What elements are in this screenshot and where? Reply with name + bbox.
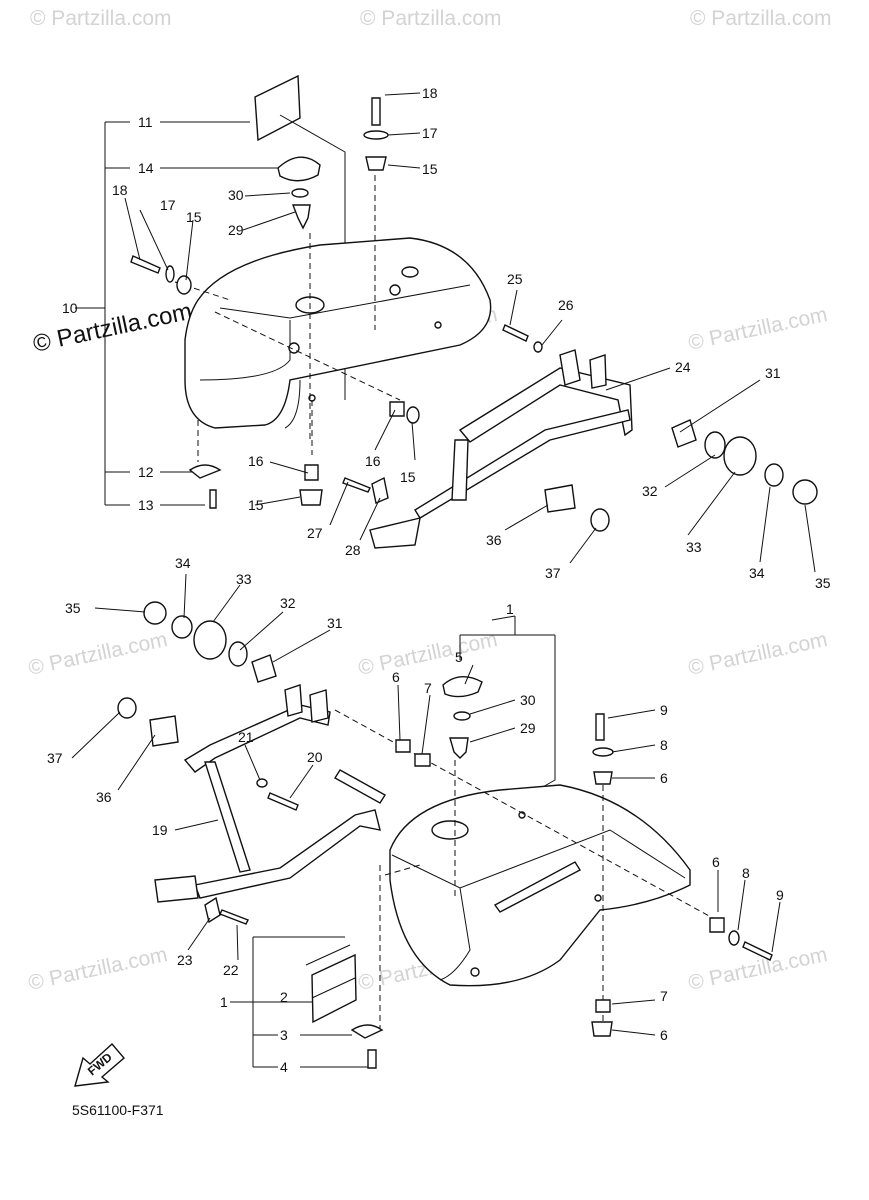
callout-label: 10	[62, 300, 78, 316]
callout-label: 17	[160, 197, 176, 213]
callout-label: 15	[186, 209, 202, 225]
callout-label: 7	[660, 988, 668, 1004]
lock-cap	[277, 156, 321, 182]
callout-label: 5	[455, 649, 463, 665]
lower-saddlebag-group	[71, 573, 781, 1069]
callout-label: 33	[236, 571, 252, 587]
callout-label: 27	[307, 525, 323, 541]
callout-label: 9	[776, 887, 784, 903]
watermark: © Partzilla.com	[26, 943, 169, 995]
callout-label: 15	[422, 161, 438, 177]
callout-label: 6	[712, 854, 720, 870]
callout-label: 25	[507, 271, 523, 287]
callout-label: 37	[545, 565, 561, 581]
sticker-part	[254, 74, 301, 142]
callout-label: 16	[365, 453, 381, 469]
callout-label: 7	[424, 680, 432, 696]
callout-label: 32	[280, 595, 296, 611]
callout-label: 15	[248, 497, 264, 513]
callout-label: 28	[345, 542, 361, 558]
callout-label: 31	[765, 365, 781, 381]
callout-label: 14	[138, 160, 154, 176]
diagram-code: 5S61100-F371	[72, 1102, 164, 1118]
callout-label: 15	[400, 469, 416, 485]
callout-label: 24	[675, 359, 691, 375]
callout-label: 30	[520, 692, 536, 708]
callout-label: 11	[138, 114, 153, 130]
watermark: © Partzilla.com	[26, 628, 169, 680]
callout-label: 23	[177, 952, 193, 968]
callout-label: 8	[660, 737, 668, 753]
callout-label: 9	[660, 702, 668, 718]
callout-label: 21	[238, 729, 254, 745]
callout-label: 36	[486, 532, 502, 548]
callout-label: 19	[152, 822, 168, 838]
watermark: © Partzilla.com	[356, 628, 499, 680]
callout-labels: 11 14 30 29 18 17 15 10 18 17 15 25 26 2…	[47, 85, 831, 1075]
callout-label: 13	[138, 497, 154, 513]
fwd-arrow-icon: FWD	[74, 1042, 125, 1087]
callout-label: 29	[520, 720, 536, 736]
watermark: © Partzilla.com	[690, 7, 832, 30]
watermark: © Partzilla.com	[686, 628, 829, 680]
callout-label: 12	[138, 464, 154, 480]
callout-label: 34	[749, 565, 765, 581]
callout-label: 8	[742, 865, 750, 881]
callout-label: 36	[96, 789, 112, 805]
watermark-dark: © Partzilla.com	[31, 298, 195, 358]
callout-label: 32	[642, 483, 658, 499]
callout-label: 26	[558, 297, 574, 313]
callout-label: 3	[280, 1027, 288, 1043]
callout-label: 18	[422, 85, 438, 101]
callout-label: 2	[280, 989, 288, 1005]
callout-label: 33	[686, 539, 702, 555]
callout-label: 16	[248, 453, 264, 469]
callout-label: 6	[392, 669, 400, 685]
callout-label: 1	[220, 994, 228, 1010]
callout-label: 30	[228, 187, 244, 203]
callout-label: 20	[307, 749, 323, 765]
callout-label: 17	[422, 125, 438, 141]
callout-label: 35	[65, 600, 81, 616]
watermark: © Partzilla.com	[30, 7, 172, 30]
callout-label: 1	[506, 601, 514, 617]
watermark: © Partzilla.com	[360, 7, 502, 30]
callout-label: 35	[815, 575, 831, 591]
sticker-2	[311, 953, 357, 1024]
callout-label: 4	[280, 1059, 288, 1075]
callout-label: 22	[223, 962, 239, 978]
callout-label: 18	[112, 182, 128, 198]
callout-label: 6	[660, 1027, 668, 1043]
callout-label: 29	[228, 222, 244, 238]
saddlebag-left	[184, 237, 492, 429]
callout-label: 37	[47, 750, 63, 766]
bracket-24	[458, 367, 633, 443]
callout-label: 34	[175, 555, 191, 571]
upper-saddlebag-group	[75, 74, 818, 573]
callout-label: 31	[327, 615, 343, 631]
callout-label: 6	[660, 770, 668, 786]
watermark: © Partzilla.com	[686, 303, 829, 355]
